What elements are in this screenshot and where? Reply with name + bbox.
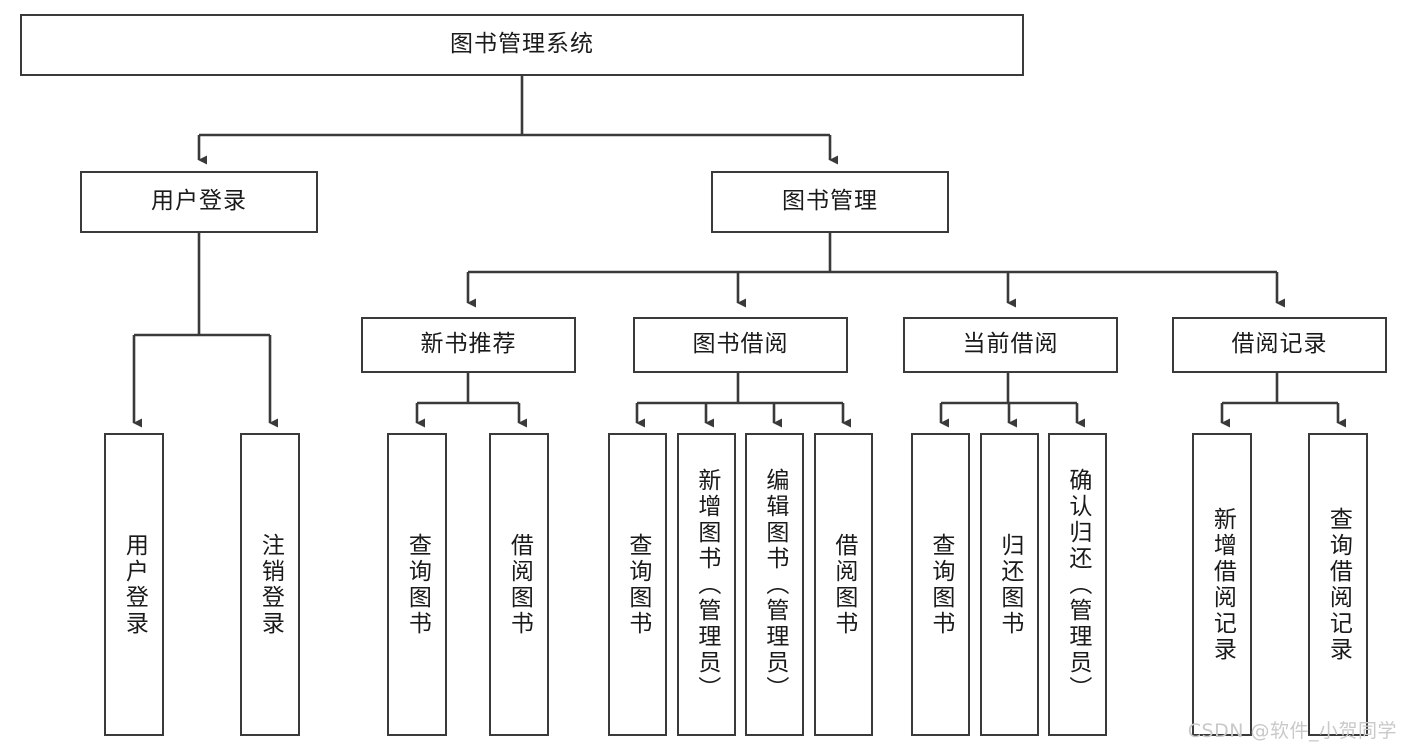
leaf-query-book-2[interactable]: 查询图书	[608, 433, 667, 736]
node-label: 编辑图书（管理员）	[761, 467, 788, 702]
node-current-borrow[interactable]: 当前借阅	[903, 317, 1118, 373]
watermark-text: CSDN @软件_小贺同学	[1187, 720, 1397, 742]
node-label: 借阅图书	[506, 532, 533, 637]
leaf-user-login[interactable]: 用户登录	[104, 433, 164, 736]
node-label: 确认归还（管理员）	[1064, 467, 1091, 702]
leaf-query-book-3[interactable]: 查询图书	[911, 433, 970, 736]
leaf-logout-login[interactable]: 注销登录	[240, 433, 300, 736]
leaf-confirm-return[interactable]: 确认归还（管理员）	[1048, 433, 1107, 736]
node-label: 查询图书	[927, 532, 954, 637]
node-book-management[interactable]: 图书管理	[711, 171, 949, 233]
node-borrow-record[interactable]: 借阅记录	[1172, 317, 1387, 373]
leaf-edit-book[interactable]: 编辑图书（管理员）	[745, 433, 804, 736]
node-label: 新增图书（管理员）	[693, 467, 720, 702]
leaf-query-borrow-record[interactable]: 查询借阅记录	[1308, 433, 1368, 736]
node-label: 新增借阅记录	[1209, 506, 1236, 663]
node-label: 新书推荐	[420, 331, 517, 358]
leaf-query-book-1[interactable]: 查询图书	[387, 433, 447, 736]
node-label: 图书管理	[782, 188, 878, 215]
node-label: 图书借阅	[692, 331, 789, 358]
node-label: 用户登录	[121, 532, 148, 637]
leaf-add-borrow-record[interactable]: 新增借阅记录	[1192, 433, 1252, 736]
leaf-borrow-book-1[interactable]: 借阅图书	[489, 433, 549, 736]
node-label: 图书管理系统	[450, 31, 594, 58]
node-label: 借阅图书	[830, 532, 857, 637]
node-label: 当前借阅	[962, 331, 1059, 358]
node-label: 注销登录	[257, 532, 284, 637]
node-label: 借阅记录	[1231, 331, 1328, 358]
leaf-borrow-book-2[interactable]: 借阅图书	[814, 433, 873, 736]
node-user-login[interactable]: 用户登录	[80, 171, 318, 233]
node-book-borrow[interactable]: 图书借阅	[633, 317, 848, 373]
leaf-add-book[interactable]: 新增图书（管理员）	[677, 433, 736, 736]
leaf-return-book[interactable]: 归还图书	[980, 433, 1039, 736]
node-label: 用户登录	[151, 188, 247, 215]
node-new-book-recommend[interactable]: 新书推荐	[361, 317, 576, 373]
node-label: 查询图书	[624, 532, 651, 637]
node-root-book-management-system[interactable]: 图书管理系统	[20, 14, 1024, 76]
node-label: 归还图书	[996, 532, 1023, 637]
node-label: 查询借阅记录	[1325, 506, 1352, 663]
node-label: 查询图书	[404, 532, 431, 637]
